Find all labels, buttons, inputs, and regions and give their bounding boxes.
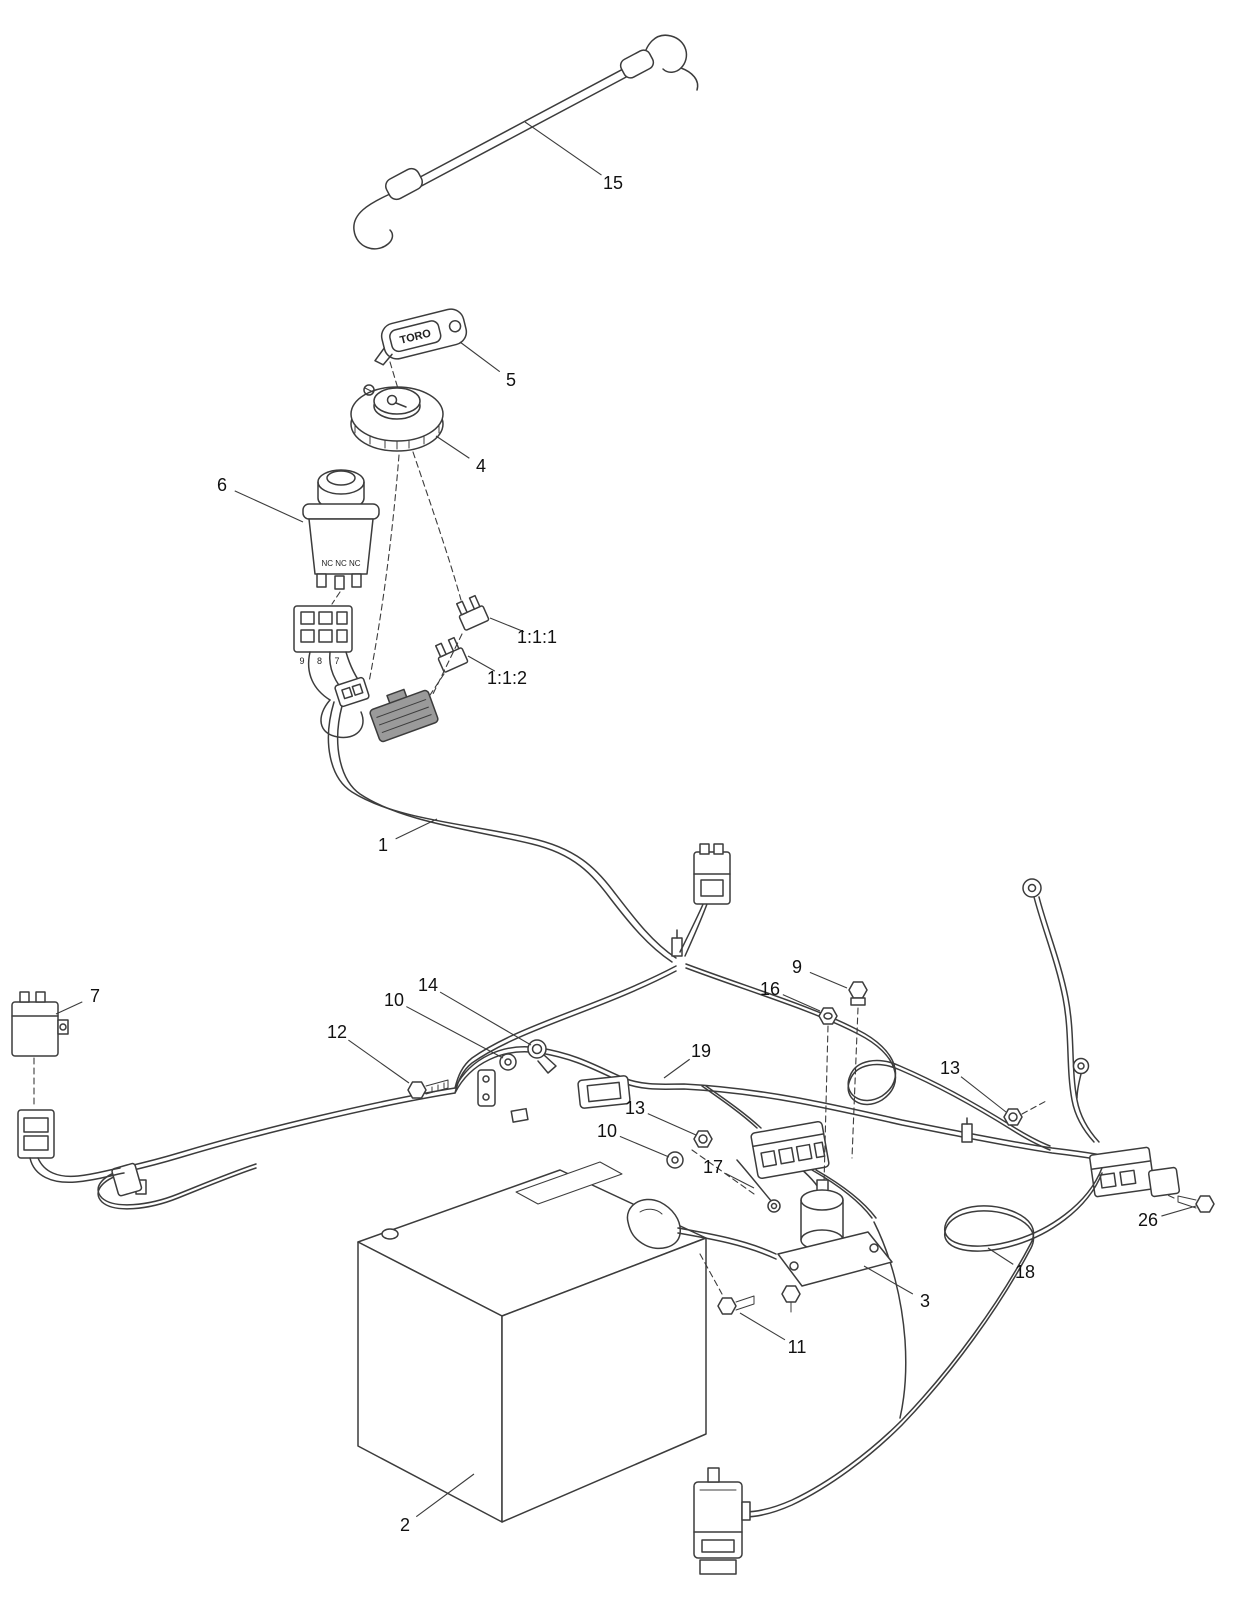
harness-connector-large bbox=[369, 688, 439, 743]
callout-5: 5 bbox=[505, 370, 517, 390]
callout-13-left: 13 bbox=[624, 1098, 646, 1118]
callout-14: 14 bbox=[417, 975, 439, 995]
leader-line-3 bbox=[863, 1265, 914, 1295]
leader-line-1-1-2 bbox=[467, 655, 496, 672]
leader-line-9 bbox=[809, 971, 848, 989]
bolt-9 bbox=[848, 981, 868, 1159]
connector-pin-numbers: 9 8 7 bbox=[299, 656, 344, 666]
leader-line-11 bbox=[739, 1312, 786, 1341]
washer-10-upper bbox=[499, 1053, 517, 1071]
cable-clamp-14 bbox=[527, 1039, 557, 1074]
connector-bottom bbox=[693, 1467, 751, 1575]
leader-line-12 bbox=[348, 1039, 410, 1084]
nut-13-right bbox=[1003, 1099, 1049, 1126]
callout-18: 18 bbox=[1014, 1262, 1036, 1282]
connector-multi-pin bbox=[750, 1120, 830, 1180]
fuse-holder bbox=[577, 1075, 631, 1109]
leader-line-2 bbox=[415, 1473, 475, 1518]
leader-line-10-lower bbox=[619, 1135, 670, 1158]
ground-cable-right bbox=[1022, 878, 1100, 1143]
callout-1: 1 bbox=[377, 835, 389, 855]
callout-16: 16 bbox=[759, 979, 781, 999]
leader-line-1 bbox=[395, 818, 438, 840]
callout-11: 11 bbox=[787, 1337, 807, 1357]
leader-line-16 bbox=[782, 994, 821, 1012]
leader-line-13-right bbox=[960, 1076, 1007, 1113]
callout-2: 2 bbox=[399, 1515, 411, 1535]
callout-6: 6 bbox=[216, 475, 228, 495]
tie-rod bbox=[353, 34, 699, 250]
ignition-switch bbox=[350, 384, 462, 683]
callout-1-1-1: 1:1:1 bbox=[516, 627, 558, 647]
callout-10-lower: 10 bbox=[596, 1121, 618, 1141]
leader-line-15 bbox=[524, 121, 602, 176]
callout-13-right: 13 bbox=[939, 1058, 961, 1078]
leader-line-18 bbox=[987, 1247, 1014, 1265]
leader-line-19 bbox=[663, 1058, 691, 1079]
terminal-1-1-1 bbox=[455, 594, 490, 631]
callout-4: 4 bbox=[475, 456, 487, 476]
leader-line-6 bbox=[234, 490, 304, 523]
leader-line-10-upper bbox=[406, 1006, 504, 1059]
leader-line-14 bbox=[439, 991, 532, 1046]
battery-cable bbox=[677, 1227, 777, 1260]
nut-16 bbox=[818, 1007, 838, 1185]
callout-17: 17 bbox=[702, 1157, 724, 1177]
callout-3: 3 bbox=[919, 1291, 931, 1311]
solenoid bbox=[767, 1179, 893, 1313]
callout-26: 26 bbox=[1137, 1210, 1159, 1230]
leader-line-4 bbox=[435, 435, 470, 459]
callout-15: 15 bbox=[602, 173, 624, 193]
callout-19: 19 bbox=[690, 1041, 712, 1061]
callout-7: 7 bbox=[89, 986, 101, 1006]
callout-1-1-2: 1:1:2 bbox=[486, 668, 528, 688]
battery bbox=[357, 1161, 707, 1523]
harness-connector-small bbox=[334, 676, 370, 708]
cable-18 bbox=[743, 1167, 1103, 1518]
leader-line-5 bbox=[459, 341, 501, 373]
callout-12: 12 bbox=[326, 1022, 348, 1042]
connector-top bbox=[693, 843, 731, 905]
wire-harness-main bbox=[327, 701, 708, 963]
leader-line-26 bbox=[1161, 1205, 1197, 1217]
connector-right bbox=[1089, 1146, 1181, 1198]
terminal-1-1-2 bbox=[434, 636, 469, 673]
bolt-12 bbox=[407, 1079, 449, 1099]
nut-13-left bbox=[693, 1130, 713, 1148]
mounting-bracket bbox=[477, 1069, 529, 1123]
leader-line-1-1-1 bbox=[489, 617, 525, 633]
callout-10-upper: 10 bbox=[383, 990, 405, 1010]
pto-terminal-labels: NC NC NC bbox=[321, 559, 360, 568]
ignition-key: TORO bbox=[374, 308, 468, 393]
washer-10-lower bbox=[666, 1151, 684, 1169]
callout-9: 9 bbox=[791, 957, 803, 977]
leader-line-13-left bbox=[647, 1113, 697, 1136]
leader-line-7 bbox=[55, 1001, 83, 1015]
bolt-11 bbox=[717, 1295, 755, 1315]
pto-switch: NC NC NC 9 8 7 bbox=[293, 469, 380, 739]
relay bbox=[11, 991, 125, 1184]
leader-line-17 bbox=[725, 1172, 755, 1189]
